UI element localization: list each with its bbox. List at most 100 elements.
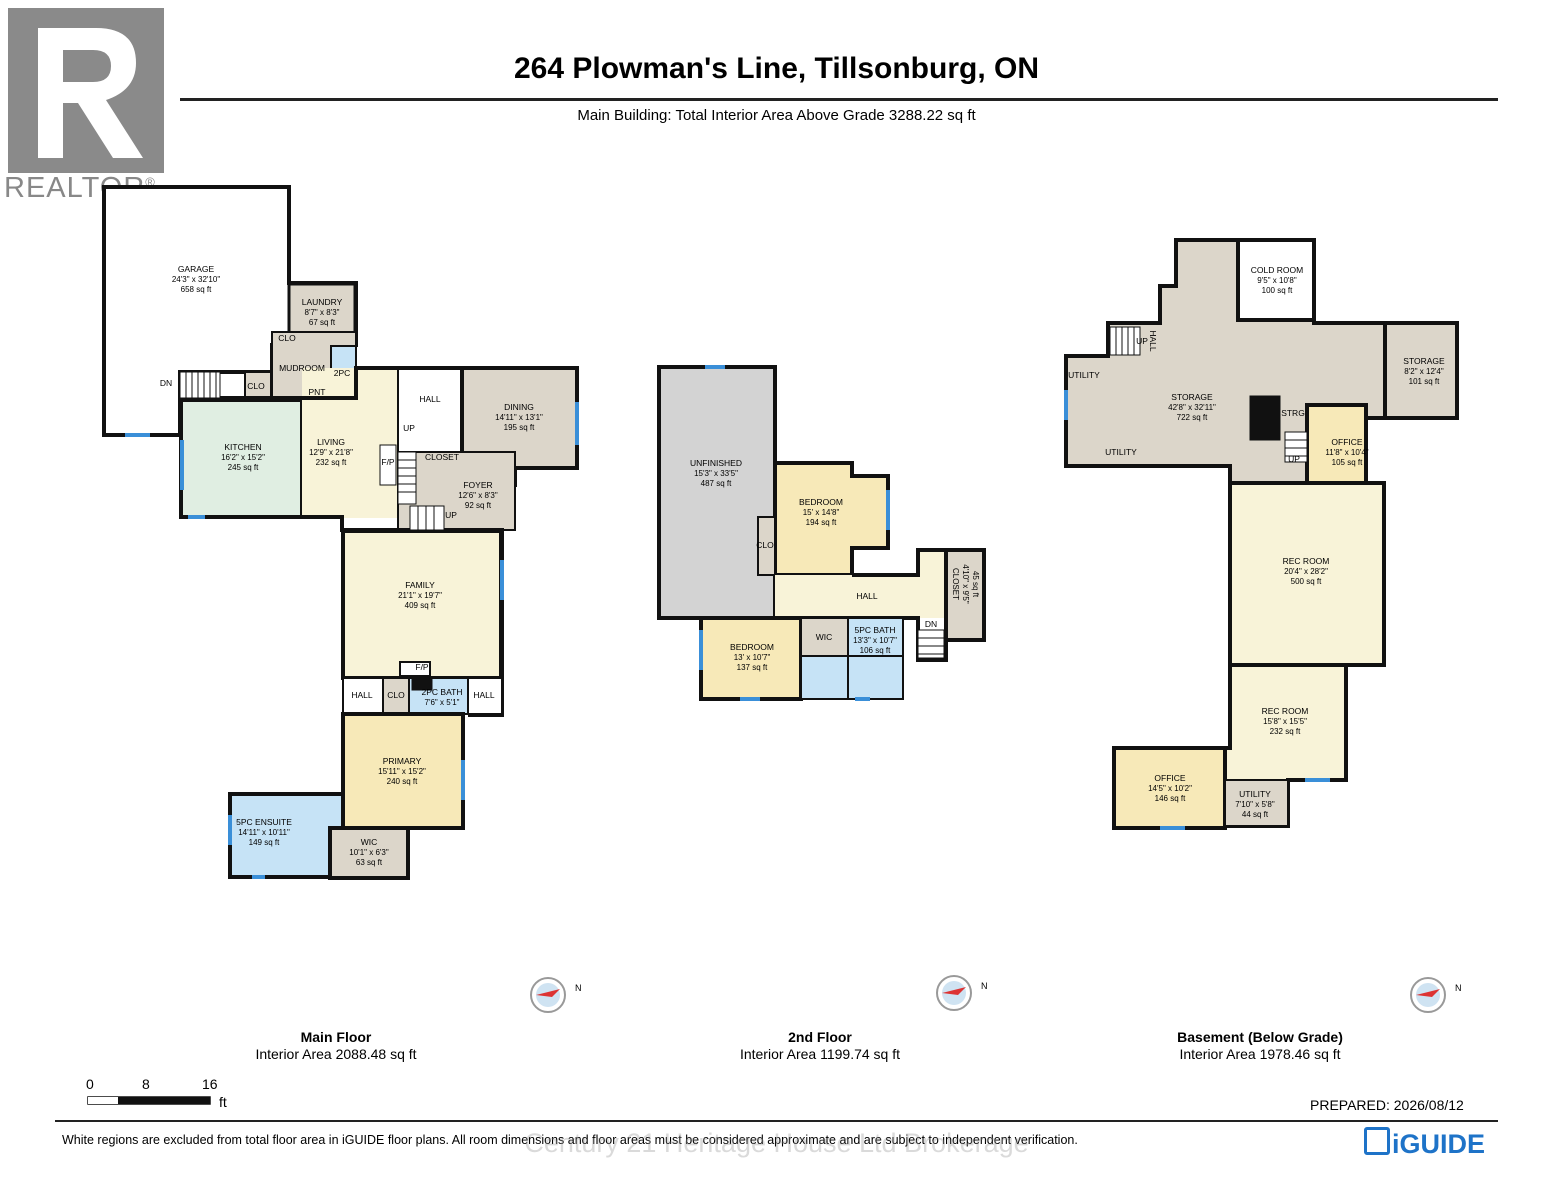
room-label: CLOSET xyxy=(425,452,459,462)
main-floor-area: Interior Area 2088.48 sq ft xyxy=(255,1046,417,1062)
room-label: PNT xyxy=(309,387,326,397)
room-name: REC ROOM xyxy=(1262,706,1309,716)
room-area: 409 sq ft xyxy=(405,601,436,610)
room-dims: 12'6" x 8'3" xyxy=(458,491,498,500)
iguide-logo: iGUIDE xyxy=(1364,1127,1485,1160)
room-dims: 7'6" x 5'1" xyxy=(425,698,460,707)
svg-text:N: N xyxy=(575,983,582,993)
footer-rule xyxy=(55,1120,1498,1122)
room-label: HALL xyxy=(856,591,878,601)
room-dims: 24'3" x 32'10" xyxy=(172,275,220,284)
page-subtitle: Main Building: Total Interior Area Above… xyxy=(577,107,976,124)
room-area: 44 sq ft xyxy=(1242,810,1269,819)
room-dims: 14'11" x 13'1" xyxy=(495,413,543,422)
room-area: 245 sq ft xyxy=(228,463,259,472)
room-area: 92 sq ft xyxy=(465,501,492,510)
room-label: HALL xyxy=(473,690,495,700)
page-title: 264 Plowman's Line, Tillsonburg, ON xyxy=(513,52,1039,85)
room-area: 67 sq ft xyxy=(309,318,336,327)
room-name: REC ROOM xyxy=(1283,556,1330,566)
second-floor-name: 2nd Floor xyxy=(788,1029,852,1045)
room-dims: 42'8" x 32'11" xyxy=(1168,403,1216,412)
scale-tick-16: 16 xyxy=(202,1076,218,1092)
room-name: UNFINISHED xyxy=(690,458,742,468)
prepared-date: PREPARED: 2026/08/12 xyxy=(1310,1097,1464,1113)
room-name: LIVING xyxy=(317,437,345,447)
second-floor-area: Interior Area 1199.74 sq ft xyxy=(739,1046,901,1062)
iguide-icon xyxy=(1364,1127,1390,1155)
room-name: STORAGE xyxy=(1403,356,1445,366)
room-label: DN xyxy=(925,619,937,629)
room-dims: 15'11" x 15'2" xyxy=(378,767,426,776)
room-dims: 11'8" x 10'4" xyxy=(1325,448,1368,457)
room-area: 146 sq ft xyxy=(1155,794,1186,803)
room-area: 149 sq ft xyxy=(249,838,280,847)
room-dims: 12'9" x 21'8" xyxy=(309,448,353,457)
room-name: PRIMARY xyxy=(383,756,422,766)
scale-unit: ft xyxy=(219,1094,227,1110)
room-area: 100 sq ft xyxy=(1262,286,1293,295)
room-label: HALL xyxy=(419,394,441,404)
room-label: UP xyxy=(1136,336,1148,346)
caption-main-floor: Main Floor Interior Area 2088.48 sq ft xyxy=(186,1029,486,1063)
room-dims: 15' x 14'8" xyxy=(803,508,840,517)
room-name: OFFICE xyxy=(1331,437,1362,447)
svg-text:N: N xyxy=(1455,983,1462,993)
header-rule xyxy=(180,98,1498,101)
room-dims: 14'5" x 10'2" xyxy=(1148,784,1192,793)
room-name: 5PC BATH xyxy=(855,625,896,635)
room-label: 2PC xyxy=(334,368,351,378)
room-name: BEDROOM xyxy=(730,642,774,652)
room-area: 105 sq ft xyxy=(1332,458,1363,467)
room-name: FAMILY xyxy=(405,580,435,590)
room-name: FOYER xyxy=(463,480,492,490)
watermark: Century 21 Heritage House Ltd Brokerage xyxy=(524,1128,1029,1158)
room-area: 137 sq ft xyxy=(737,663,768,672)
caption-second-floor: 2nd Floor Interior Area 1199.74 sq ft xyxy=(670,1029,970,1063)
room-label: CLO xyxy=(387,690,405,700)
room-dims: 10'1" x 6'3" xyxy=(349,848,389,857)
scale-tick-8: 8 xyxy=(142,1076,150,1092)
svg-text:N: N xyxy=(981,981,988,991)
scale-bar xyxy=(87,1096,211,1105)
room-dims: 8'2" x 12'4" xyxy=(1404,367,1444,376)
room-label: UP xyxy=(445,510,457,520)
scale-tick-0: 0 xyxy=(86,1076,94,1092)
compass-basement: N xyxy=(1410,977,1462,1013)
room-name: 5PC ENSUITE xyxy=(236,817,292,827)
room-area: 45 sq ft xyxy=(971,571,980,598)
room-dims: 8'7" x 8'3" xyxy=(305,308,340,317)
room-area: 232 sq ft xyxy=(1270,727,1301,736)
room-label: F/P xyxy=(415,662,429,672)
room-label: UTILITY xyxy=(1105,447,1137,457)
room-name: STORAGE xyxy=(1171,392,1213,402)
room-label: HALL xyxy=(351,690,373,700)
room-dims: 9'5" x 10'8" xyxy=(1257,276,1297,285)
room-area: 240 sq ft xyxy=(387,777,418,786)
room-dims: 15'3" x 33'5" xyxy=(694,469,738,478)
room-label: CLO xyxy=(756,540,774,550)
room-label: DN xyxy=(160,378,172,388)
room-area: 722 sq ft xyxy=(1177,413,1208,422)
room-dims: 16'2" x 15'2" xyxy=(221,453,265,462)
room-label: UP xyxy=(403,423,415,433)
room-dims: 7'10" x 5'8" xyxy=(1235,800,1275,809)
disclaimer: White regions are excluded from total fl… xyxy=(62,1133,1078,1147)
compass-main: N xyxy=(530,977,582,1013)
room-area: 195 sq ft xyxy=(504,423,535,432)
room-name: COLD ROOM xyxy=(1251,265,1303,275)
room-name: OFFICE xyxy=(1154,773,1185,783)
room-dims: 13' x 10'7" xyxy=(734,653,771,662)
room-label: STRG xyxy=(1281,408,1305,418)
room-area: 101 sq ft xyxy=(1409,377,1440,386)
room-dims: 21'1" x 19'7" xyxy=(398,591,442,600)
room-name: BEDROOM xyxy=(799,497,843,507)
room-area: 658 sq ft xyxy=(181,285,212,294)
realtor-logo xyxy=(8,8,164,173)
caption-basement: Basement (Below Grade) Interior Area 197… xyxy=(1110,1029,1410,1063)
room-name: 2PC BATH xyxy=(422,687,463,697)
room-label: CLO xyxy=(247,381,265,391)
room-area: 194 sq ft xyxy=(806,518,837,527)
room-dims: 13'3" x 10'7" xyxy=(853,636,897,645)
